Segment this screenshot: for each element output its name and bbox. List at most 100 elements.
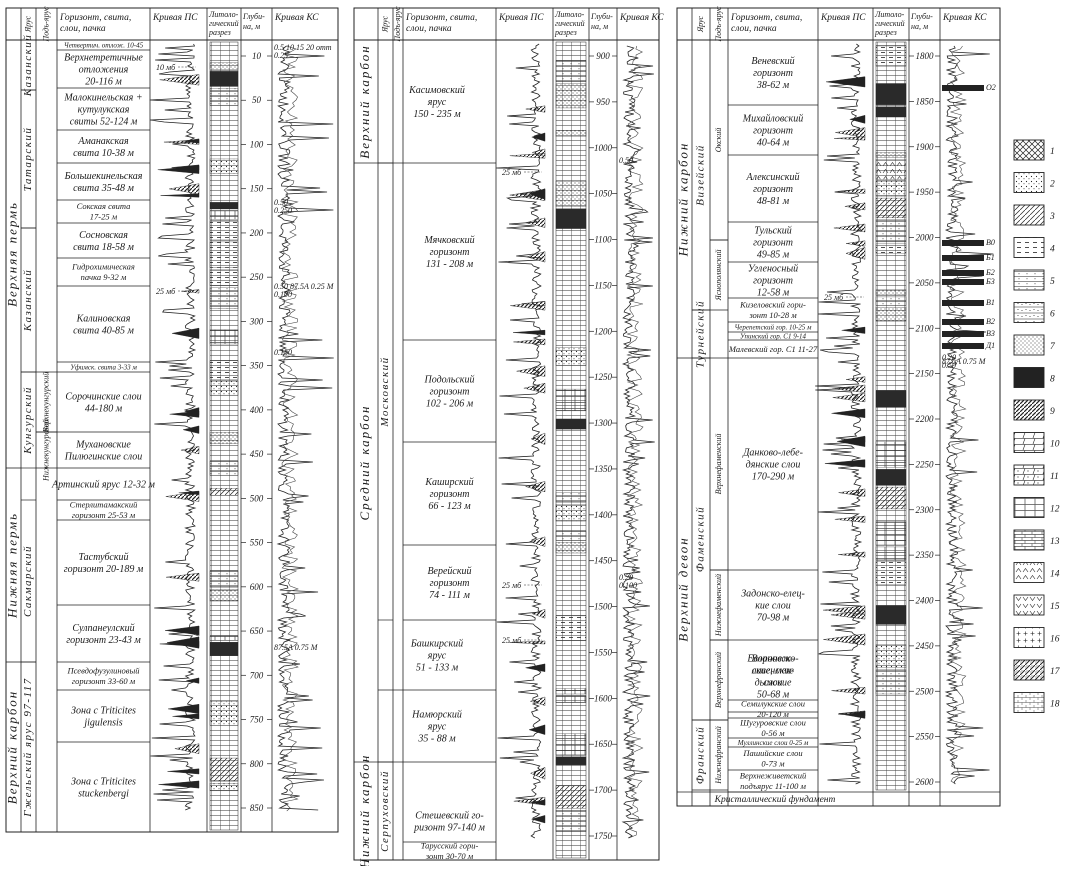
panel2-depth-9: 1350: [594, 464, 613, 474]
panel2-unit-5-line-2: 51 - 133 м: [416, 663, 459, 674]
panel1-unit-7-line-0: Гидрохимическая: [71, 262, 135, 272]
panel1-ps-lobe: [158, 780, 200, 789]
panel2-ps-lobe: [530, 432, 546, 445]
panel2-litho-band: [555, 530, 587, 541]
panel1-unit-1-line-1: отложения: [79, 65, 129, 76]
panel3-marker-bar: [942, 319, 984, 325]
panel1-ks-annot-1: 0.25: [274, 51, 288, 60]
panel1-depth-17: 850: [250, 803, 264, 813]
panel3-marker-1: B0: [986, 238, 995, 247]
panel3-marker-0: O2: [986, 83, 996, 92]
panel3-hdr-ks: Кривая КС: [942, 13, 987, 23]
panel3-system-0: Нижний карбон: [675, 142, 690, 258]
legend-label-18: 18: [1050, 700, 1060, 710]
panel2-depth-11: 1450: [594, 556, 613, 566]
panel3-unit-10-line-0: Задонско-елец-: [741, 589, 805, 600]
legend-swatch-6: [1013, 302, 1045, 323]
panel3-unit-8-line-0: Малевский гор. C1 11-27: [728, 344, 818, 354]
panel3-depth-14: 2500: [916, 686, 935, 696]
panel3-marker-8: Д1: [985, 341, 995, 350]
panel2-litho-band: [555, 688, 587, 695]
panel3-unit-15-line-0: Муллинские слои 0-25 м: [737, 739, 809, 747]
panel1-unit-5-line-0: Сокская свита: [77, 201, 131, 211]
panel1-ps-lobe: [157, 165, 200, 174]
panel1-depth-9: 450: [250, 449, 264, 459]
panel2-depth-6: 1200: [594, 326, 613, 336]
panel1-depth-4: 200: [250, 228, 264, 238]
panel3-marker-bar: [942, 343, 984, 349]
panel3-marker-bar: [942, 279, 984, 285]
panel2-ps-lobe: [523, 382, 546, 394]
panel3-ps-lobe: [841, 326, 866, 334]
panel1-litho-band: [209, 488, 239, 496]
panel1-depth-0: 10: [252, 51, 262, 61]
panel2-unit-5-line-0: Башкирский: [410, 639, 463, 650]
panel1-stage-0: Казанский: [22, 34, 34, 98]
panel2-hdr-ks: Кривая КС: [619, 13, 664, 23]
panel2-unit-0-line-0: Касимовский: [408, 85, 465, 96]
panel1-unit-8-line-1: свита 40-85 м: [73, 326, 134, 337]
panel2-unit-1-line-0: Мячковский: [423, 235, 474, 246]
panel3-stage-2: Фаменский: [695, 506, 707, 572]
panel3-unit-14-line-1: 0-56 м: [761, 728, 785, 738]
panel3-ps-lobe: [834, 136, 866, 141]
panel3-litho-band: [875, 605, 907, 625]
panel3-litho-band: [875, 45, 907, 67]
panel2-hdr-litho-2: гический: [555, 19, 585, 28]
panel1-ps-lobe: [163, 139, 200, 145]
panel1-frame: [5, 7, 339, 833]
panel1-depth-7: 350: [249, 361, 264, 371]
panel3-ps-lobe: [824, 459, 866, 468]
panel3-hdr-litho-1: Литоло-: [874, 10, 905, 19]
panel2-ks-line-2: [626, 45, 644, 839]
panel2-litho-band: [555, 83, 587, 109]
panel2-depth-15: 1650: [594, 739, 613, 749]
panel1-stage-2: Казанский: [22, 269, 34, 333]
panel1-unit-14-line-0: Тастубский: [78, 552, 128, 563]
legend-label-10: 10: [1050, 440, 1060, 450]
panel1-litho-band: [209, 329, 239, 345]
panel1-unit-4-line-0: Большекинельская: [64, 171, 143, 182]
panel1-unit-12-line-0: Артинский ярус 12-32 м: [51, 480, 155, 491]
panel3-ps-lobe: [845, 247, 866, 260]
legend-swatch-18: [1013, 692, 1045, 713]
panel1-litho-band: [209, 570, 239, 588]
panel2-system-2: Нижний карбон: [357, 754, 372, 866]
panel1-ks-annot-0: 0.5 10 15 20 omm: [274, 43, 332, 52]
panel2-ps-annot-0: 25 мб: [502, 168, 522, 177]
panel2-depth-14: 1600: [594, 693, 613, 703]
panel3-unit-3-line-1: горизонт: [753, 238, 793, 249]
panel3-litho-band: [875, 486, 907, 510]
panel2-ps-lobe: [525, 251, 546, 263]
panel3-litho-band: [875, 197, 907, 218]
panel3-unit-3-line-2: 49-85 м: [757, 250, 790, 261]
panel1-ps-lobe: [168, 703, 200, 714]
panel3-litho-band: [875, 644, 907, 669]
panel3-unit-7-line-0: Упинский гор. C1 9-14: [740, 332, 807, 340]
panel2-depth-4: 1100: [594, 235, 612, 245]
panel1-hdr-depth-2: на, м: [243, 22, 260, 31]
panel3-unit-9-line-1: дянские слои: [746, 460, 801, 471]
panel1-ks-annot-2: 0.50: [274, 198, 288, 207]
legend-label-4: 4: [1050, 245, 1055, 255]
panel2-unit-6-line-0: Намюрский: [411, 710, 462, 721]
panel3-marker-bar: [942, 270, 984, 276]
panel2-ps-annot-1: 25 мб: [502, 581, 522, 590]
panel3-ps-lobe: [832, 392, 866, 403]
panel1-hdr-litho-1: Литоло-: [208, 10, 239, 19]
panel1-unit-11-line-0: Мухановские: [75, 440, 131, 451]
panel1-ks-line-2: [281, 45, 299, 812]
panel2-litho-band: [555, 181, 587, 207]
panel3-ps-lobe: [823, 633, 866, 646]
panel1-hdr-substage: Подъ-ярус: [41, 6, 50, 43]
panel2-ps-lobe: [529, 696, 546, 706]
legend-label-16: 16: [1050, 635, 1060, 645]
panel1-litho-band: [209, 432, 239, 444]
panel3-unit-16-line-1: 0-73 м: [761, 759, 785, 769]
panel3-depth-8: 2200: [916, 414, 935, 424]
panel3-ps-lobe: [830, 610, 866, 620]
panel3-hdr-ps: Кривая ПС: [820, 13, 866, 23]
panel1-litho-band: [209, 757, 239, 782]
panel3-litho-band: [875, 669, 907, 695]
panel1-depth-3: 150: [250, 184, 264, 194]
